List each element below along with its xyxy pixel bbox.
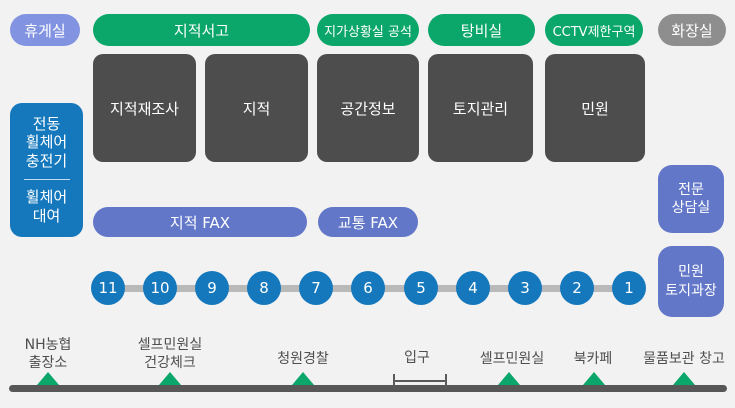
counter-window-1: 1 — [612, 271, 646, 305]
pill-cadastral-archive: 지적서고 — [93, 14, 310, 46]
counter-window-3: 3 — [508, 271, 542, 305]
counter-window-7: 7 — [299, 271, 333, 305]
label-self-service-health-check: 셀프민원실 건강체크 — [137, 337, 203, 372]
pill-traffic-fax: 교통 FAX — [318, 207, 418, 237]
panel-divider — [23, 178, 70, 180]
counter-window-5: 5 — [404, 271, 438, 305]
label-nh-bank-branch: NH농협 출장소 — [24, 337, 72, 372]
room-land-management: 토지관리 — [428, 54, 533, 162]
pill-cctv-restricted: CCTV제한구역 — [545, 14, 643, 46]
wall-baseline — [9, 385, 727, 392]
marker-triangle-icon — [292, 372, 314, 385]
counter-window-8: 8 — [247, 271, 281, 305]
marker-triangle-icon — [159, 372, 181, 385]
room-cadastral: 지적 — [205, 54, 308, 162]
counter-window-6: 6 — [351, 271, 385, 305]
marker-triangle-icon — [498, 372, 520, 385]
room-spatial-information: 공간정보 — [317, 54, 419, 162]
label-storage-warehouse: 물품보관 창고 — [643, 351, 725, 367]
counter-window-11: 11 — [91, 271, 125, 305]
room-civil-service: 민원 — [545, 54, 645, 162]
division-chief-box: 민원 토지과장 — [658, 246, 724, 317]
entrance-span-line — [395, 380, 445, 382]
label-self-service-room: 셀프민원실 — [479, 351, 545, 367]
wheelchair-panel: 전동 휠체어 충전기 휠체어 대여 — [10, 103, 83, 237]
pill-lounge: 휴게실 — [10, 14, 80, 46]
wheelchair-charger-label: 전동 휠체어 충전기 — [25, 114, 68, 171]
entrance-span-icon — [393, 374, 447, 388]
counter-window-9: 9 — [195, 271, 229, 305]
marker-triangle-icon — [583, 372, 605, 385]
pill-restroom: 화장실 — [658, 14, 726, 46]
counter-window-10: 10 — [143, 271, 177, 305]
label-book-cafe: 북카페 — [573, 351, 613, 367]
counter-window-4: 4 — [456, 271, 490, 305]
consultation-room-box: 전문 상담실 — [658, 165, 724, 233]
marker-triangle-icon — [37, 372, 59, 385]
pill-cadastral-fax: 지적 FAX — [93, 207, 307, 237]
counter-window-2: 2 — [560, 271, 594, 305]
wheelchair-rental-label: 휠체어 대여 — [25, 187, 68, 225]
label-entrance: 입구 — [404, 350, 430, 366]
label-security-police: 청원경찰 — [277, 351, 329, 367]
pill-pantry: 탕비실 — [428, 14, 535, 46]
pill-land-price-room: 지가상황실 공석 — [317, 14, 419, 46]
marker-triangle-icon — [673, 372, 695, 385]
room-cadastral-resurvey: 지적재조사 — [93, 54, 196, 162]
